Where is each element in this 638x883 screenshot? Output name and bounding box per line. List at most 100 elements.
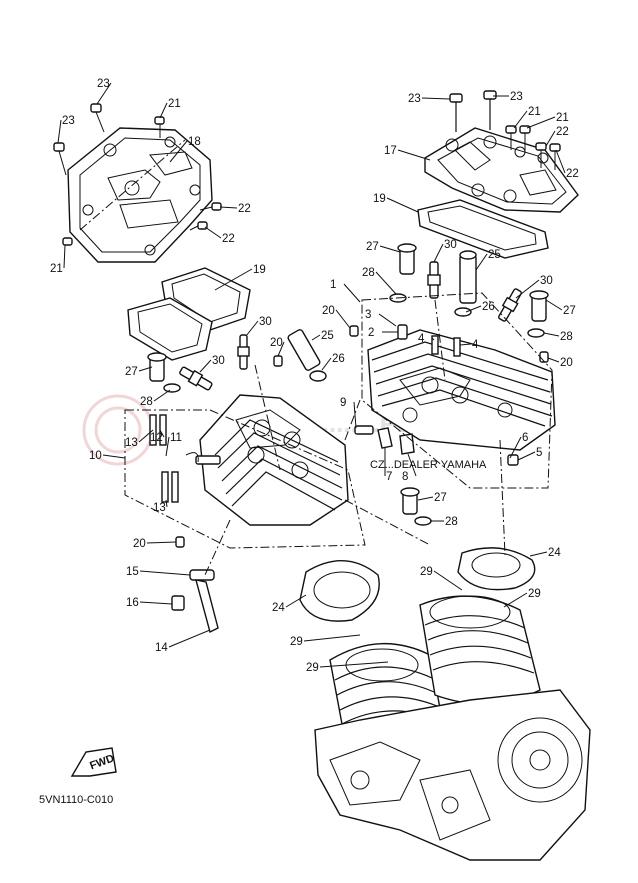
callout-label: 19 <box>253 264 266 276</box>
callout-label: 18 <box>188 136 201 148</box>
callout-label: 25 <box>321 330 334 342</box>
callout-label: 5 <box>536 447 542 459</box>
callout-label: 4 <box>418 333 425 345</box>
callout-leader-line <box>545 299 563 311</box>
callout-leader-line <box>138 429 154 443</box>
callout-leader-line <box>529 551 548 557</box>
cylinder-head-cover-rear <box>67 127 213 263</box>
callout-label: 2 <box>368 327 374 339</box>
bolt-set-upper-left <box>53 103 222 246</box>
callout-label: 22 <box>238 203 251 215</box>
callout-leader-line <box>431 337 435 341</box>
callout-leader-line <box>475 253 488 271</box>
callout-leader-line <box>102 454 126 459</box>
callout-leader-line <box>96 82 112 105</box>
cylinder-head-front <box>367 329 556 451</box>
callout-label: 21 <box>556 112 569 124</box>
callout-label: 23 <box>510 91 523 103</box>
callout-label: 20 <box>270 337 283 349</box>
callout-label: 30 <box>540 275 553 287</box>
callout-leader-line <box>378 313 397 327</box>
callout-leader-line <box>459 343 472 346</box>
callout-label: 20 <box>560 357 573 369</box>
cylinder-head-gaskets <box>299 547 536 622</box>
callout-label: 14 <box>155 642 168 654</box>
callout-leader-line <box>204 226 222 239</box>
callout-label: 21 <box>50 263 63 275</box>
callout-label: 26 <box>332 353 345 365</box>
callout-leader-line <box>503 592 528 608</box>
callout-label: 29 <box>420 566 433 578</box>
callout-label: 13 <box>153 502 166 514</box>
callout-label: 12 <box>150 432 163 444</box>
callout-leader-line <box>146 541 177 544</box>
callout-label: 22 <box>566 168 579 180</box>
callout-leader-line <box>465 305 482 313</box>
callout-leader-line <box>168 629 211 648</box>
callout-label: 17 <box>384 145 397 157</box>
callout-label: 28 <box>560 331 573 343</box>
callout-label: 27 <box>125 366 138 378</box>
callout-leader-line <box>513 110 528 129</box>
callout-label: 20 <box>322 305 335 317</box>
callout-leader-line <box>139 601 173 605</box>
callout-leader-line <box>517 451 536 461</box>
callout-label: 7 <box>386 471 392 483</box>
callout-label: 19 <box>373 193 386 205</box>
callout-label: 23 <box>408 93 421 105</box>
callout-leader-line <box>386 197 419 213</box>
callout-label: 9 <box>340 397 346 409</box>
callout-label: 28 <box>140 396 153 408</box>
callout-leader-line <box>343 283 361 303</box>
callout-label: 27 <box>434 492 447 504</box>
callout-leader-line <box>321 357 332 371</box>
callout-leader-line <box>319 661 389 668</box>
callout-leader-line <box>421 97 451 100</box>
callout-leader-line <box>433 570 463 591</box>
callout-label: 23 <box>97 78 110 90</box>
callout-label: 27 <box>366 241 379 253</box>
callout-leader-line <box>311 334 321 341</box>
callout-label: 24 <box>272 602 285 614</box>
callout-leader-line <box>159 429 165 438</box>
callout-leader-line <box>417 496 434 501</box>
callout-label: 28 <box>362 267 375 279</box>
callout-label: 16 <box>126 597 139 609</box>
watermark-emblem-inner <box>94 406 142 454</box>
callout-leader-line <box>219 206 238 209</box>
callout-leader-line <box>515 279 540 299</box>
callout-leader-line <box>526 116 556 129</box>
callout-label: 29 <box>528 588 541 600</box>
callout-label: 23 <box>62 115 75 127</box>
callout-leader-line <box>159 102 168 119</box>
engine-crankcase <box>314 595 591 861</box>
callout-label: 22 <box>556 126 569 138</box>
callout-label: 3 <box>365 309 371 321</box>
callout-leader-line <box>547 357 560 363</box>
callout-leader-line <box>169 140 188 163</box>
callout-label: 10 <box>89 450 102 462</box>
callout-label: 30 <box>259 316 272 328</box>
callout-leader-line <box>335 309 351 329</box>
callout-label: 30 <box>212 355 225 367</box>
callout-label: 24 <box>548 547 561 559</box>
callout-leader-line <box>397 149 431 161</box>
assembly-outline-frames <box>79 139 553 576</box>
callout-leader-line <box>138 366 153 372</box>
callout-label: 25 <box>488 249 501 261</box>
callout-label: 8 <box>402 471 408 483</box>
cover-gasket-front <box>417 199 549 259</box>
callout-label: 22 <box>222 233 235 245</box>
diagram-reference-code: 5VN1110-C010 <box>39 794 113 806</box>
callout-leader-line <box>545 130 556 147</box>
callout-label: 4 <box>472 339 479 351</box>
callout-leader-line <box>285 594 307 608</box>
callout-leader-line <box>214 268 253 291</box>
studs-and-collars <box>147 243 549 548</box>
callout-leader-line <box>433 243 444 263</box>
callout-leader-line <box>375 271 397 295</box>
callout-label: 29 <box>306 662 319 674</box>
